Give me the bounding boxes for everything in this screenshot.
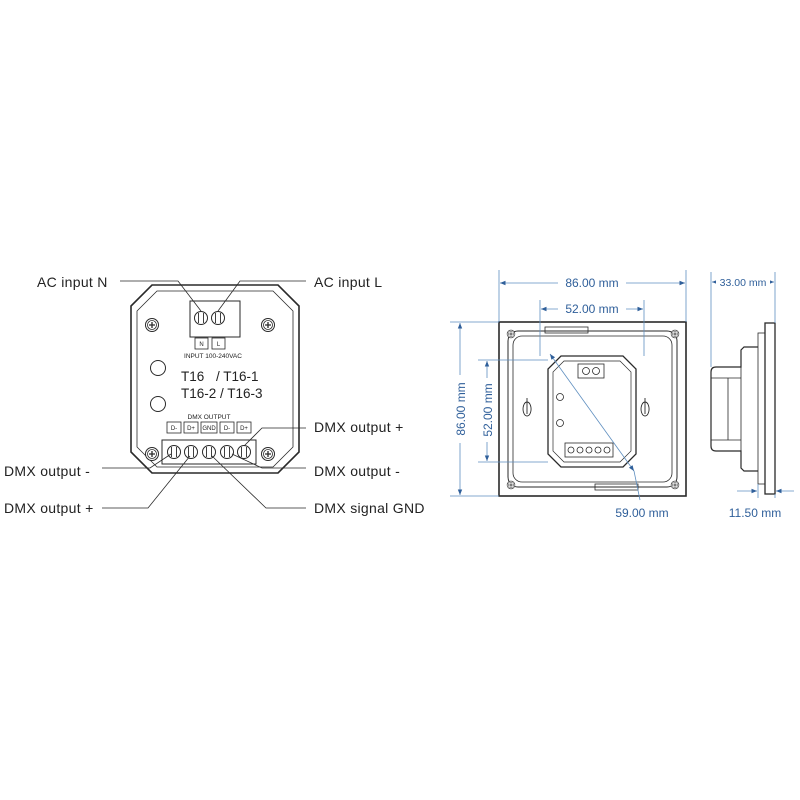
dim-diagonal: 59.00 mm [615,506,668,520]
mount-screw-icon [144,446,160,462]
wall-plate-inner [507,330,678,488]
input-rating-label: INPUT 100-240VAC [184,353,242,360]
dmx-terminal-label: D- [171,426,177,432]
dim-height-inner: 52.00 mm [481,383,495,436]
wall-plate-outer [498,321,687,497]
dmx-terminal-label: D+ [240,426,248,432]
mount-screw-icon [144,317,160,333]
dim-plate-thickness: 11.50 mm [729,506,781,520]
callout-dmx-output-minus-right: DMX output - [314,463,400,479]
top-terminal-bay [189,300,241,338]
model-number-t16-2-t16-3: T16-2 / T16-3 [181,386,263,401]
terminal-screw-n-icon [194,311,208,325]
front-housing [130,284,300,474]
input-terminal-l-label: L [217,342,221,348]
dim-depth: 33.00 mm [720,277,767,289]
corner-screw-icon [670,329,680,339]
dim-height-outer: 86.00 mm [454,382,468,435]
side-module-body [710,346,758,472]
indicator-hole-icon [150,360,166,376]
corner-screw-icon [506,329,516,339]
front-inner-outline [136,290,294,468]
callout-ac-input-n: AC input N [37,274,108,290]
callout-ac-input-l: AC input L [314,274,382,290]
dmx-terminal-screw-icon [184,445,198,459]
indicator-hole-icon [150,396,166,412]
dmx-terminal-label: GND [202,426,216,432]
mount-screw-icon [260,446,276,462]
dmx-terminal-labels: D- D+ GND D- D+ [166,421,252,434]
callout-dmx-output-plus-lower: DMX output + [4,500,94,516]
front-view: N L INPUT 100-240VAC T16 / T16-1 T16-2 /… [4,274,425,516]
corner-screw-icon [506,480,516,490]
dmx-terminal-screw-icon [167,445,181,459]
side-plate [764,322,776,495]
callout-dmx-output-plus-upper: DMX output + [314,419,404,435]
dim-width-outer: 86.00 mm [565,276,618,290]
callout-dmx-signal-gnd: DMX signal GND [314,500,425,516]
dmx-terminal-screw-icon [202,445,216,459]
mount-screw-icon [260,317,276,333]
model-number-t16-1: / T16-1 [216,369,259,384]
dmx-output-header: DMX OUTPUT [188,414,231,421]
terminal-screw-l-icon [211,311,225,325]
side-view: 33.00 mm 11.50 mm [710,272,794,520]
model-number-t16: T16 [181,369,204,384]
dmx-terminal-screw-icon [220,445,234,459]
back-view: 86.00 mm 52.00 mm 86.00 mm 52.00 mm 59.0… [450,270,687,520]
dmx-terminal-block [161,439,257,465]
input-terminal-n-label: N [199,342,203,348]
dim-width-inner: 52.00 mm [565,302,618,316]
corner-screw-icon [670,480,680,490]
dmx-terminal-label: D- [224,426,230,432]
callout-dmx-output-minus-left: DMX output - [4,463,90,479]
dmx-terminal-screw-icon [237,445,251,459]
dmx-terminal-label: D+ [187,426,195,432]
